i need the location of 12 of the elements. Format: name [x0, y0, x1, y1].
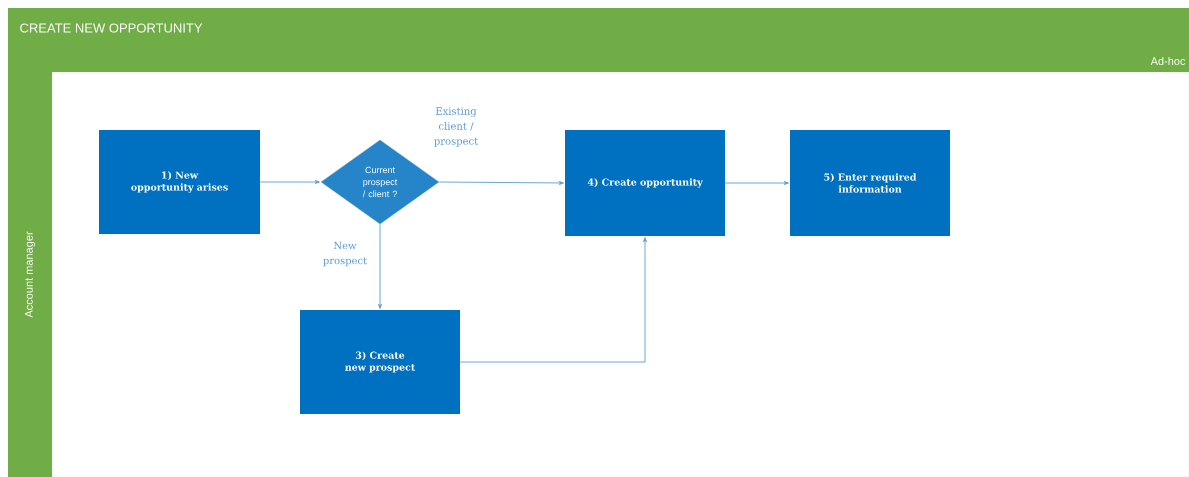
process-box: 4) Create opportunity: [565, 130, 725, 236]
process-box: 5) Enter required information: [790, 130, 950, 236]
arrow: [438, 181, 564, 185]
process-box: 3) Create new prospect: [300, 310, 460, 414]
arrow: [724, 181, 789, 185]
arrow: [459, 237, 647, 363]
arrow: [259, 180, 320, 184]
swimlane-band: Account manager: [8, 72, 52, 477]
node-label: Account manager: [25, 231, 35, 318]
arrow: [378, 223, 382, 309]
process-box: 1) New opportunity arises: [99, 130, 260, 234]
edge-label: New prospect: [316, 240, 374, 268]
